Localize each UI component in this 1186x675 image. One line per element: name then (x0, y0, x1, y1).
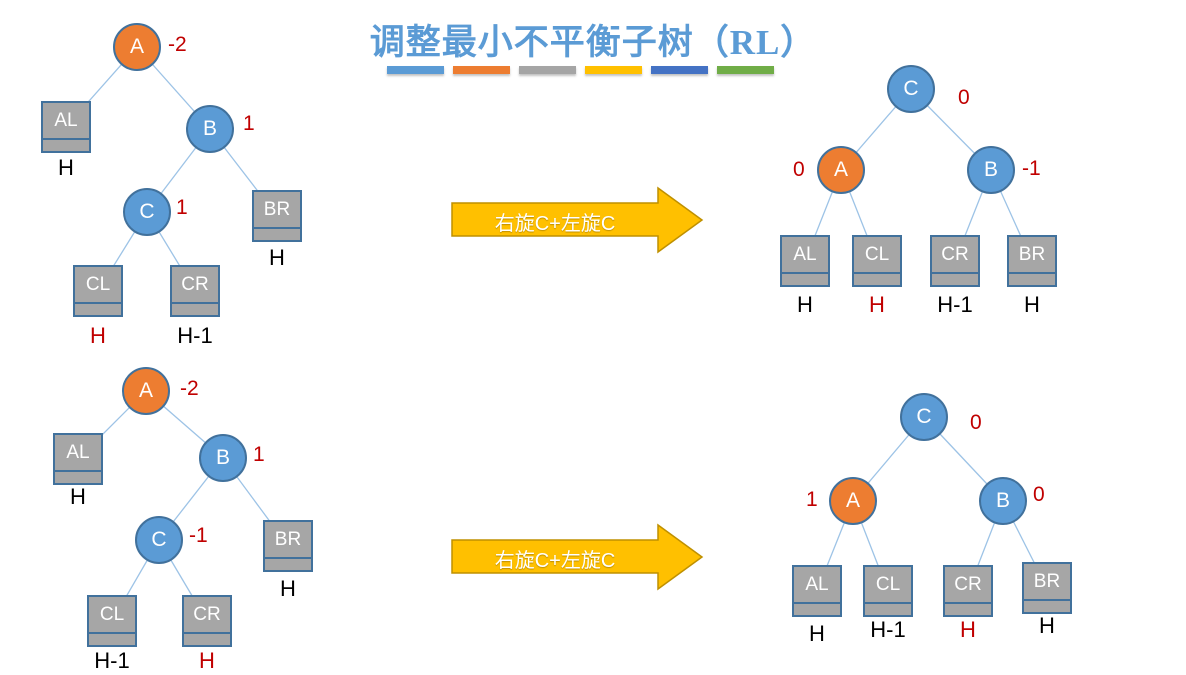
tree3-height-CL: H-1 (870, 617, 906, 642)
tree0-box-BR: BR (252, 190, 302, 242)
tree0-box-AL: AL (41, 101, 91, 153)
tree1-bf-A: 0 (793, 158, 805, 181)
tree2-height-BR: H (280, 576, 296, 601)
divider-segment-yellow (585, 66, 642, 74)
divider-segment-blue (387, 66, 444, 74)
tree0-box-CR-label: CR (172, 267, 218, 304)
rotation-arrow-top-label: 右旋C+左旋C (494, 213, 616, 235)
tree3-box-CL-label: CL (865, 567, 911, 604)
tree3-box-BR-label: BR (1024, 564, 1070, 601)
tree1-box-BR-label: BR (1009, 237, 1055, 274)
tree2-bf-C: -1 (189, 524, 208, 547)
slide-title: 调整最小不平衡子树（RL） (369, 23, 817, 62)
tree1-box-AL: AL (780, 235, 830, 287)
tree1-node-C-label: C (903, 77, 919, 100)
tree2-bf-A: -2 (180, 377, 199, 400)
tree3-node-C: C (900, 393, 948, 441)
tree0-node-A-label: A (129, 35, 144, 58)
tree2-bf-B: 1 (253, 443, 265, 466)
rotation-arrow-bottom-label: 右旋C+左旋C (494, 550, 616, 572)
tree2-node-A: A (122, 367, 170, 415)
tree2-node-C-label: C (151, 528, 167, 551)
tree3-height-BR: H (1039, 613, 1055, 638)
tree3-node-A: A (829, 477, 877, 525)
tree2-node-A-label: A (138, 379, 153, 402)
tree1-node-B-label: B (983, 158, 998, 181)
divider-segment-darkblue (651, 66, 708, 74)
tree1-height-CR: H-1 (937, 292, 973, 317)
tree3-node-B: B (979, 477, 1027, 525)
tree0-height-BR: H (269, 245, 285, 270)
tree1-box-CL: CL (852, 235, 902, 287)
tree1-node-A-label: A (833, 158, 848, 181)
tree1-node-A: A (817, 146, 865, 194)
tree0-height-CR: H-1 (177, 323, 213, 348)
tree0-node-A: A (113, 23, 161, 71)
tree1-node-C: C (887, 65, 935, 113)
tree2-height-CR: H (199, 648, 215, 673)
tree1-node-B: B (967, 146, 1015, 194)
tree1-height-AL: H (797, 292, 813, 317)
tree3-box-BR: BR (1022, 562, 1072, 614)
tree1-bf-C: 0 (958, 86, 970, 109)
divider-segment-green (717, 66, 774, 74)
tree0-bf-B: 1 (243, 112, 255, 135)
title-divider (387, 66, 774, 74)
tree0-node-B-label: B (202, 117, 217, 140)
tree1-box-AL-label: AL (782, 237, 828, 274)
tree3-node-C-label: C (916, 405, 932, 428)
tree3-box-AL: AL (792, 565, 842, 617)
tree0-node-C-label: C (139, 200, 155, 223)
tree0-bf-C: 1 (176, 196, 188, 219)
tree3-node-B-label: B (995, 489, 1010, 512)
tree0-box-CR: CR (170, 265, 220, 317)
tree1-height-BR: H (1024, 292, 1040, 317)
tree3-box-AL-label: AL (794, 567, 840, 604)
tree1-box-CR: CR (930, 235, 980, 287)
tree0-bf-A: -2 (168, 33, 187, 56)
tree2-box-BR: BR (263, 520, 313, 572)
tree2-box-AL-label: AL (55, 435, 101, 472)
tree2-node-C: C (135, 516, 183, 564)
tree2-box-BR-label: BR (265, 522, 311, 559)
tree3-bf-A: 1 (806, 488, 818, 511)
tree3-box-CR: CR (943, 565, 993, 617)
rotation-arrow-bottom (451, 523, 704, 591)
tree2-height-AL: H (70, 484, 86, 509)
tree0-height-CL: H (90, 323, 106, 348)
tree3-height-AL: H (809, 621, 825, 646)
tree2-box-CR: CR (182, 595, 232, 647)
tree1-box-BR: BR (1007, 235, 1057, 287)
tree2-height-CL: H-1 (94, 648, 130, 673)
tree0-box-BR-label: BR (254, 192, 300, 229)
tree2-box-CR-label: CR (184, 597, 230, 634)
tree1-box-CL-label: CL (854, 237, 900, 274)
tree1-height-CL: H (869, 292, 885, 317)
tree0-box-CL: CL (73, 265, 123, 317)
divider-segment-orange (453, 66, 510, 74)
tree2-box-CL-label: CL (89, 597, 135, 634)
tree0-node-B: B (186, 105, 234, 153)
tree1-bf-B: -1 (1022, 157, 1041, 180)
tree0-height-AL: H (58, 155, 74, 180)
divider-segment-gray (519, 66, 576, 74)
tree3-bf-B: 0 (1033, 483, 1045, 506)
tree1-box-CR-label: CR (932, 237, 978, 274)
tree2-box-CL: CL (87, 595, 137, 647)
rotation-arrow-top (451, 186, 704, 254)
tree3-node-A-label: A (845, 489, 860, 512)
tree2-node-B: B (199, 434, 247, 482)
tree3-bf-C: 0 (970, 411, 982, 434)
tree3-height-CR: H (960, 617, 976, 642)
tree2-box-AL: AL (53, 433, 103, 485)
tree3-box-CR-label: CR (945, 567, 991, 604)
tree0-box-AL-label: AL (43, 103, 89, 140)
tree0-box-CL-label: CL (75, 267, 121, 304)
tree0-node-C: C (123, 188, 171, 236)
tree3-box-CL: CL (863, 565, 913, 617)
tree2-node-B-label: B (215, 446, 230, 469)
